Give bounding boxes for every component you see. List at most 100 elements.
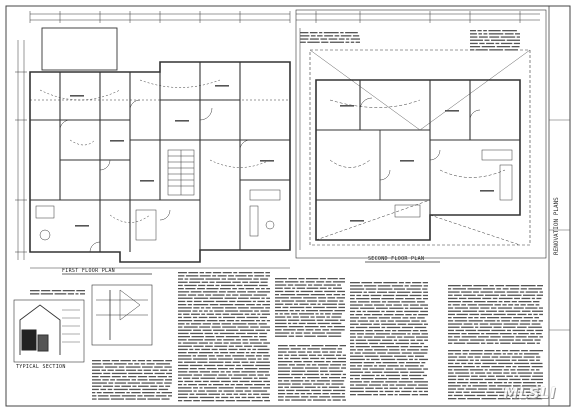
note-text-line bbox=[208, 393, 220, 395]
note-text-line bbox=[412, 282, 422, 284]
note-text-line bbox=[503, 372, 510, 374]
note-text-line bbox=[470, 46, 481, 48]
note-text-line bbox=[191, 313, 200, 315]
note-text-line bbox=[307, 41, 320, 43]
note-text-line bbox=[448, 362, 454, 365]
note-text-line bbox=[525, 307, 538, 309]
note-text-line bbox=[497, 307, 513, 309]
note-text-line bbox=[355, 342, 368, 345]
note-text-line bbox=[178, 272, 187, 274]
note-text-line bbox=[146, 363, 155, 365]
note-text-line bbox=[350, 378, 354, 380]
note-text-line bbox=[467, 385, 471, 387]
note-text-line bbox=[468, 320, 483, 322]
note-text-line bbox=[350, 288, 365, 290]
note-text-line bbox=[92, 392, 96, 394]
note-text-line bbox=[394, 394, 398, 396]
note-text-line bbox=[342, 399, 346, 401]
note-text-line bbox=[342, 373, 346, 376]
note-text-line bbox=[500, 294, 506, 296]
note-text-line bbox=[423, 291, 428, 293]
room-label-mark bbox=[445, 110, 459, 112]
note-text-line bbox=[448, 329, 454, 332]
note-text-line bbox=[326, 294, 332, 296]
note-text-line bbox=[261, 297, 265, 299]
note-text-line bbox=[189, 393, 195, 395]
note-text-line bbox=[448, 313, 455, 316]
note-text-line bbox=[301, 396, 309, 398]
note-text-line bbox=[361, 282, 373, 284]
note-text-line bbox=[320, 326, 326, 328]
note-text-line bbox=[409, 317, 416, 319]
note-text-line bbox=[453, 369, 469, 371]
note-text-line bbox=[381, 310, 385, 313]
note-text-line bbox=[507, 353, 513, 355]
first-floor-plan bbox=[15, 11, 291, 275]
note-text-line bbox=[479, 326, 493, 328]
note-text-line bbox=[477, 329, 490, 332]
note-text-line bbox=[242, 364, 254, 367]
note-text-line bbox=[469, 369, 484, 371]
note-text-line bbox=[193, 320, 206, 322]
note-text-line bbox=[92, 395, 97, 397]
note-text-line bbox=[497, 378, 508, 381]
note-text-line bbox=[306, 370, 319, 372]
note-text-line bbox=[365, 288, 377, 290]
note-text-line bbox=[420, 330, 428, 332]
note-text-line bbox=[374, 349, 388, 351]
note-text-line bbox=[457, 382, 469, 384]
note-text-line bbox=[326, 306, 337, 309]
note-text-line bbox=[281, 300, 295, 302]
room-label-mark bbox=[75, 225, 89, 227]
note-text-line bbox=[321, 41, 329, 43]
note-text-line bbox=[92, 363, 102, 365]
note-text-line bbox=[266, 320, 270, 322]
note-text-line bbox=[137, 369, 143, 371]
note-text-line bbox=[208, 316, 217, 319]
note-text-line bbox=[410, 285, 423, 287]
note-text-line bbox=[467, 288, 482, 290]
note-text-line bbox=[178, 348, 188, 351]
note-text-line bbox=[290, 332, 294, 334]
note-text-line bbox=[92, 398, 97, 400]
note-text-line bbox=[503, 326, 516, 328]
note-text-line bbox=[448, 375, 457, 377]
note-text-line bbox=[463, 294, 476, 296]
note-text-line bbox=[420, 365, 424, 367]
note-text-line bbox=[315, 313, 319, 315]
note-text-line bbox=[503, 382, 507, 384]
note-text-line bbox=[115, 369, 125, 371]
note-text-line bbox=[126, 369, 137, 371]
note-text-line bbox=[275, 284, 287, 286]
note-text-line bbox=[336, 354, 342, 356]
note-text-line bbox=[232, 281, 241, 283]
note-text-line bbox=[369, 342, 379, 345]
note-text-line bbox=[478, 336, 489, 338]
note-text-line bbox=[363, 365, 373, 367]
note-text-line bbox=[507, 329, 511, 332]
note-text-line bbox=[208, 355, 215, 357]
note-text-line bbox=[530, 333, 535, 335]
note-text-line bbox=[497, 398, 511, 400]
title-block-text: RENOVATION PLANS bbox=[553, 197, 560, 255]
note-text-line bbox=[502, 304, 507, 306]
note-text-line bbox=[539, 291, 543, 293]
note-text-line bbox=[261, 288, 265, 290]
note-text-line bbox=[410, 342, 419, 345]
note-text-line bbox=[526, 329, 534, 332]
note-text-line bbox=[199, 371, 210, 373]
note-text-line bbox=[350, 301, 357, 303]
note-text-line bbox=[317, 335, 327, 337]
note-text-line bbox=[521, 310, 531, 312]
note-text-line bbox=[448, 378, 457, 381]
note-text-line bbox=[326, 357, 337, 360]
note-text-line bbox=[448, 382, 456, 384]
note-text-line bbox=[381, 326, 386, 329]
note-text-line bbox=[211, 371, 220, 373]
note-text-line bbox=[495, 391, 508, 393]
note-text-line bbox=[225, 355, 231, 357]
note-text-line bbox=[462, 285, 472, 287]
note-text-line bbox=[483, 30, 487, 32]
note-text-line bbox=[465, 388, 477, 390]
note-text-line bbox=[235, 368, 243, 370]
